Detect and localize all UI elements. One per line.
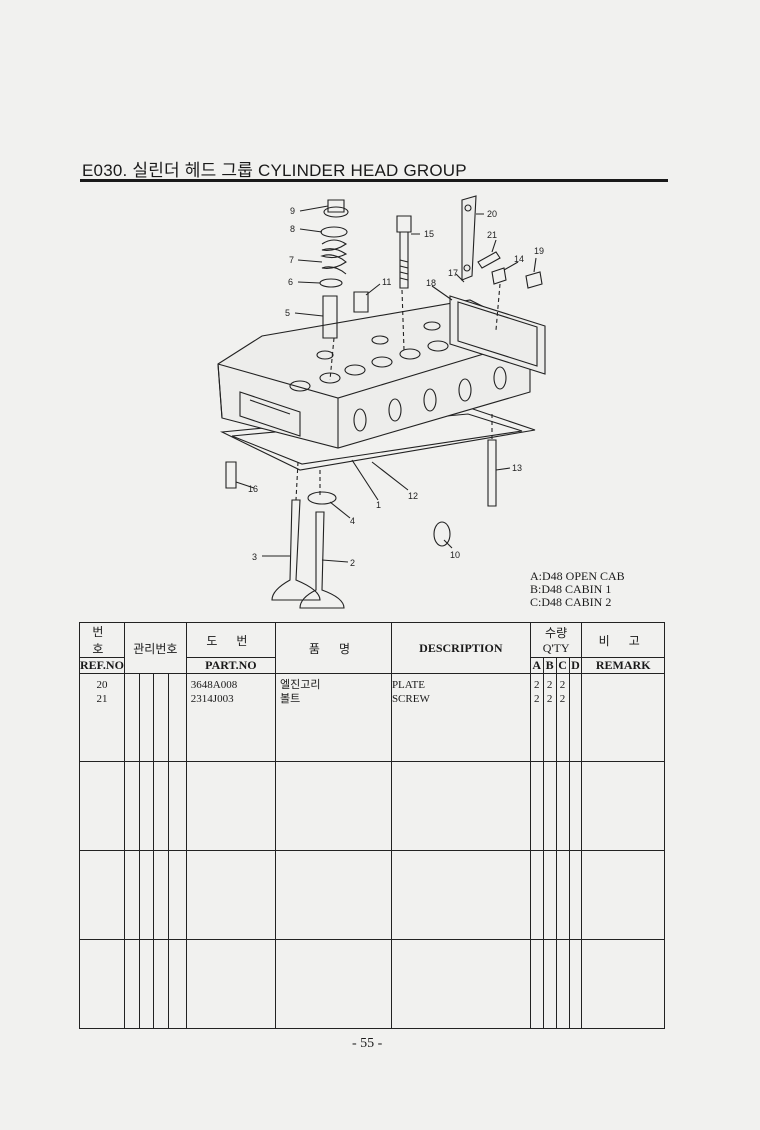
callout-3: 3 <box>252 552 257 562</box>
header-ref-en: REF.NO <box>79 657 125 674</box>
qty-c: 2 <box>559 693 566 705</box>
name-ko: 엘진고리 <box>280 679 321 691</box>
callout-1: 1 <box>376 500 381 510</box>
header-qty-c: C <box>555 657 570 674</box>
header-qty-b: B <box>542 657 557 674</box>
legend-b: B:D48 CABIN 1 <box>530 582 612 596</box>
qty-a: 2 <box>533 693 540 705</box>
header-qty: 수량 Q'TY <box>529 622 583 658</box>
callout-14: 14 <box>514 254 524 264</box>
callout-13: 13 <box>512 463 522 473</box>
page-number: - 55 - <box>352 1036 383 1051</box>
table-row-empty <box>79 761 665 851</box>
ref-no: 20 <box>96 679 108 691</box>
header-remark-en: REMARK <box>581 657 665 674</box>
qty-b: 2 <box>546 693 553 705</box>
page-title: E030. 실린더 헤드 그룹 CYLINDER HEAD GROUP <box>82 161 467 180</box>
table-row-empty <box>79 850 665 940</box>
callout-21: 21 <box>487 230 497 240</box>
qty-b: 2 <box>546 679 553 691</box>
header-description: DESCRIPTION <box>390 622 531 674</box>
parts-table: 번 호 관리번호 도 번 품 명 DESCRIPTION 수량 Q'TY 비 고… <box>79 622 665 1029</box>
callout-8: 8 <box>290 224 295 234</box>
header-qty-d: D <box>568 657 583 674</box>
callout-5: 5 <box>285 308 290 318</box>
callout-19: 19 <box>534 246 544 256</box>
callout-12: 12 <box>408 491 418 501</box>
ref-no: 21 <box>96 693 108 705</box>
legend-c: C:D48 CABIN 2 <box>530 595 612 609</box>
title-underline <box>80 179 668 182</box>
callout-4: 4 <box>350 516 355 526</box>
name-ko: 볼트 <box>280 693 301 705</box>
header-qty-a: A <box>529 657 544 674</box>
callout-7: 7 <box>289 255 294 265</box>
table-row-empty <box>79 939 665 1029</box>
header-remark-ko: 비 고 <box>581 622 665 658</box>
part-no: 3648A008 <box>190 679 238 691</box>
part-no: 2314J003 <box>190 693 234 705</box>
model-legend: A:D48 OPEN CAB B:D48 CABIN 1 C:D48 CABIN… <box>530 570 625 609</box>
legend-a: A:D48 OPEN CAB <box>530 569 625 583</box>
header-mgmt-no: 관리번호 <box>123 622 187 674</box>
callout-17: 17 <box>448 268 458 278</box>
header-name-ko: 품 명 <box>275 622 392 674</box>
callout-9: 9 <box>290 206 295 216</box>
callout-16: 16 <box>248 484 258 494</box>
qty-a: 2 <box>533 679 540 691</box>
description: PLATE <box>391 679 425 691</box>
callout-6: 6 <box>288 277 293 287</box>
exploded-parts-diagram: 9 8 7 6 5 11 15 20 21 19 14 17 18 13 12 … <box>217 195 546 609</box>
callout-18: 18 <box>426 278 436 288</box>
callout-11: 11 <box>382 277 391 287</box>
callout-2: 2 <box>350 558 355 568</box>
callout-15: 15 <box>424 229 434 239</box>
header-part-ko: 도 번 <box>185 622 277 658</box>
header-ref-ko: 번 호 <box>79 622 125 658</box>
callout-10: 10 <box>450 550 460 560</box>
header-part-en: PART.NO <box>185 657 277 674</box>
description: SCREW <box>391 693 430 705</box>
qty-c: 2 <box>559 679 566 691</box>
callout-20: 20 <box>487 209 497 219</box>
